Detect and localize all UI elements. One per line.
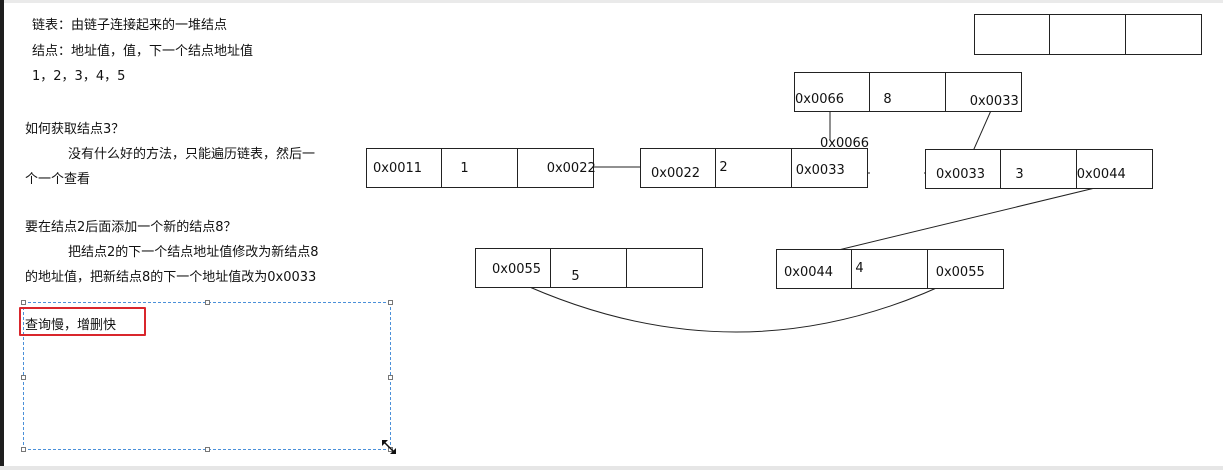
node-address: 0x0055 — [476, 249, 552, 287]
node-next-address: 0x0044 — [1076, 167, 1126, 182]
node-next-address: 0x0033 — [969, 94, 1019, 109]
question-1-line-2: 个一个查看 — [25, 172, 91, 187]
selection-handle-top-left[interactable] — [21, 300, 26, 305]
node-value: 8 — [870, 73, 946, 111]
node-next-address — [627, 249, 702, 287]
node-4: 0x0044 4 0x0055 — [776, 249, 1004, 289]
node-value: 3 — [1001, 150, 1077, 188]
highlighted-note[interactable]: 查询慢，增删快 — [19, 307, 146, 336]
note-line-2: 结点：地址值，值，下一个结点地址值 — [32, 44, 254, 59]
question-2-line-2: 的地址值，把新结点8的下一个地址值改为0x0033 — [25, 270, 317, 285]
highlighted-note-text: 查询慢，增删快 — [25, 318, 117, 333]
node-8: 0x0066 8 0x0033 — [794, 72, 1022, 112]
selection-handle-top-right[interactable] — [388, 300, 393, 305]
note-line-3: 1，2，3，4，5 — [32, 69, 126, 84]
node-next-address: 0x0033 — [795, 163, 845, 178]
selection-handle-bottom[interactable] — [205, 447, 210, 452]
node-value: 4 — [852, 250, 928, 288]
node-1: 0x0011 1 0x0022 — [366, 148, 596, 188]
selection-handle-bottom-left[interactable] — [21, 447, 26, 452]
node-address: 0x0022 — [641, 149, 717, 187]
selection-handle-right[interactable] — [388, 375, 393, 380]
link-node4-to-node5 — [513, 277, 959, 333]
node-address: 0x0033 — [926, 150, 1002, 188]
node-next-address: 0x0022 — [546, 161, 596, 176]
node-cell — [1126, 15, 1201, 54]
bottom-edge — [0, 466, 1223, 470]
question-1-line-1: 没有什么好的方法，只能遍历链表，然后一 — [68, 147, 316, 162]
node-cell — [1050, 15, 1126, 54]
left-edge — [0, 0, 4, 470]
node-empty-top — [974, 14, 1202, 55]
top-edge — [0, 0, 1223, 3]
node-next-address: 0x0055 — [935, 265, 985, 280]
node-value: 1 — [442, 149, 518, 187]
question-1-title: 如何获取结点3？ — [25, 122, 125, 137]
link-node3-to-node4 — [825, 179, 1129, 254]
question-2-title: 要在结点2后面添加一个新的结点8？ — [25, 220, 237, 235]
node-address: 0x0011 — [367, 149, 443, 187]
node-value: 2 — [716, 149, 792, 187]
note-line-1: 链表：由链子连接起来的一堆结点 — [32, 18, 228, 33]
diagonal-resize-cursor-icon — [382, 440, 396, 454]
node-cell — [975, 15, 1051, 54]
node-address: 0x0066 — [795, 73, 871, 111]
node-5: 0x0055 5 — [475, 248, 703, 288]
node-2: 0x0022 2 0x0033 — [640, 148, 868, 188]
selection-handle-top[interactable] — [205, 300, 210, 305]
node-address: 0x0044 — [777, 250, 853, 288]
question-2-line-1: 把结点2的下一个结点地址值修改为新结点8 — [68, 245, 319, 260]
node-value: 5 — [551, 249, 627, 287]
node-3: 0x0033 3 0x0044 — [925, 149, 1153, 189]
selection-handle-left[interactable] — [21, 375, 26, 380]
floating-address-label: 0x0066 — [820, 136, 870, 151]
